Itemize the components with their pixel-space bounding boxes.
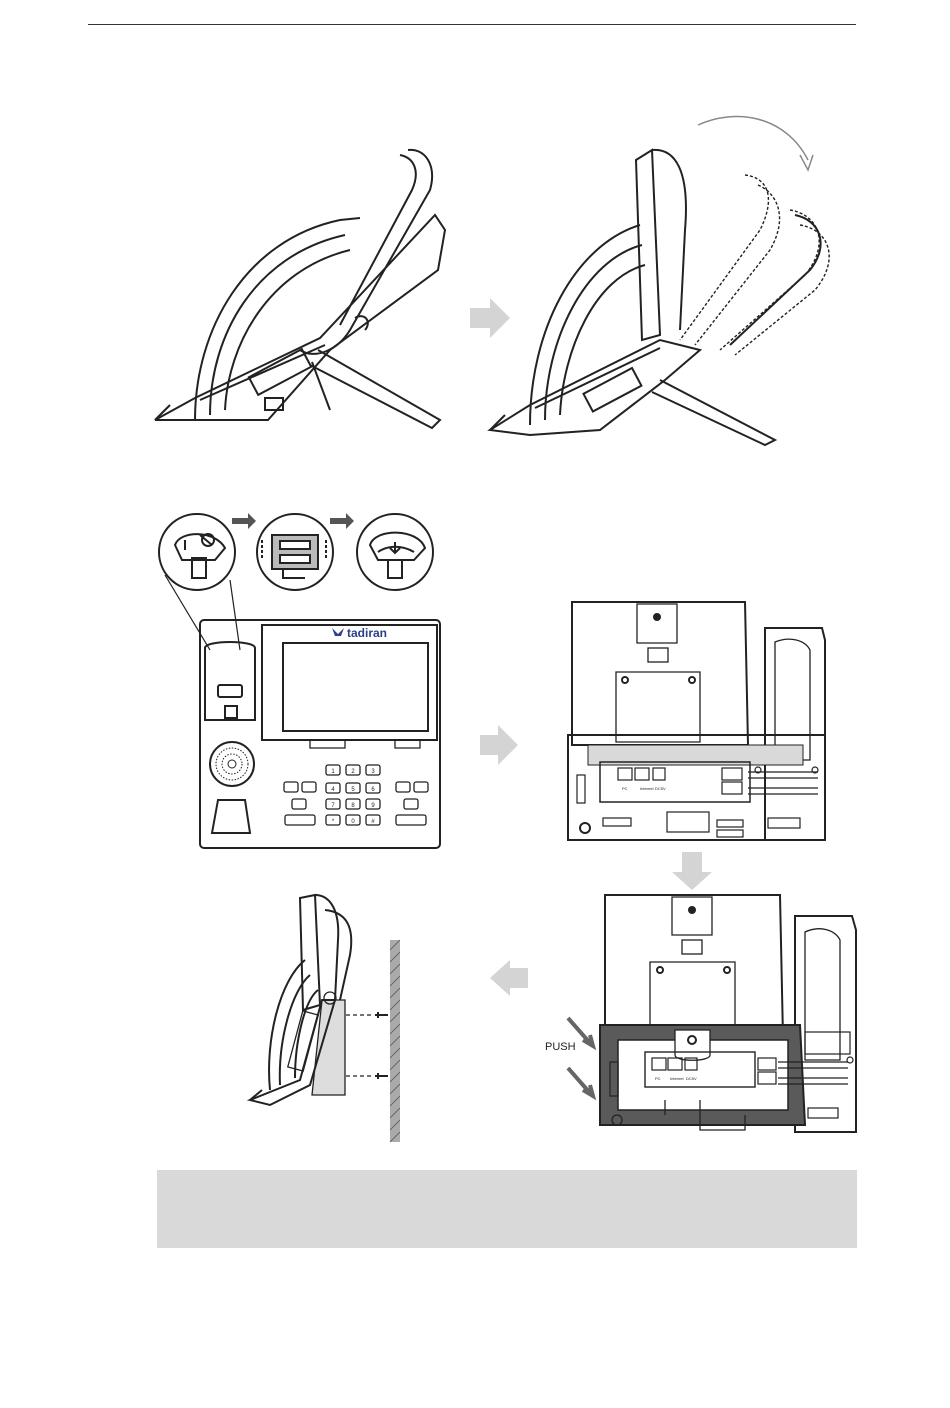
hook-detail-circles (159, 514, 433, 590)
svg-text:PC: PC (622, 786, 628, 791)
logo-mark-icon (332, 628, 344, 636)
svg-text:PC: PC (655, 1076, 661, 1081)
arrow-small-2 (330, 513, 354, 529)
svg-text:Internet: Internet (640, 786, 654, 791)
arrow-right-1 (470, 298, 510, 338)
phone-side-view-1 (155, 150, 445, 428)
svg-text:8: 8 (351, 803, 355, 809)
phone-rear-view-1 (568, 602, 825, 840)
phone-wall-mount-view (250, 895, 400, 1142)
svg-text:4: 4 (331, 787, 335, 793)
phone-rear-view-2 (600, 895, 856, 1132)
svg-text:2: 2 (351, 769, 355, 775)
rear-jack-labels-1: PC Internet DC5V (622, 786, 666, 791)
push-indicator: PUSH (545, 1018, 593, 1096)
arrow-left (490, 960, 528, 996)
svg-text:7: 7 (331, 803, 335, 809)
svg-text:6: 6 (371, 787, 375, 793)
svg-text:#: # (371, 819, 375, 825)
keypad-labels: 1 2 3 4 5 6 7 8 9 * 0 # (331, 769, 375, 825)
svg-text:1: 1 (331, 769, 335, 775)
svg-text:*: * (332, 819, 335, 825)
svg-text:Internet: Internet (670, 1076, 684, 1081)
arrow-down (672, 852, 712, 890)
svg-text:DC5V: DC5V (655, 786, 666, 791)
phone-front-view (200, 620, 440, 848)
note-box (157, 1170, 857, 1248)
svg-text:3: 3 (371, 769, 375, 775)
svg-text:9: 9 (371, 803, 375, 809)
svg-text:tadiran: tadiran (347, 626, 387, 640)
svg-text:0: 0 (351, 819, 355, 825)
push-arrow-icon (568, 1068, 593, 1096)
brand-logo: tadiran (332, 626, 387, 640)
svg-text:DC5V: DC5V (686, 1076, 697, 1081)
arrow-right-2 (480, 725, 518, 765)
svg-text:5: 5 (351, 787, 355, 793)
svg-text:PUSH: PUSH (545, 1041, 576, 1053)
phone-side-view-2 (490, 117, 829, 445)
arrow-small-1 (232, 513, 256, 529)
